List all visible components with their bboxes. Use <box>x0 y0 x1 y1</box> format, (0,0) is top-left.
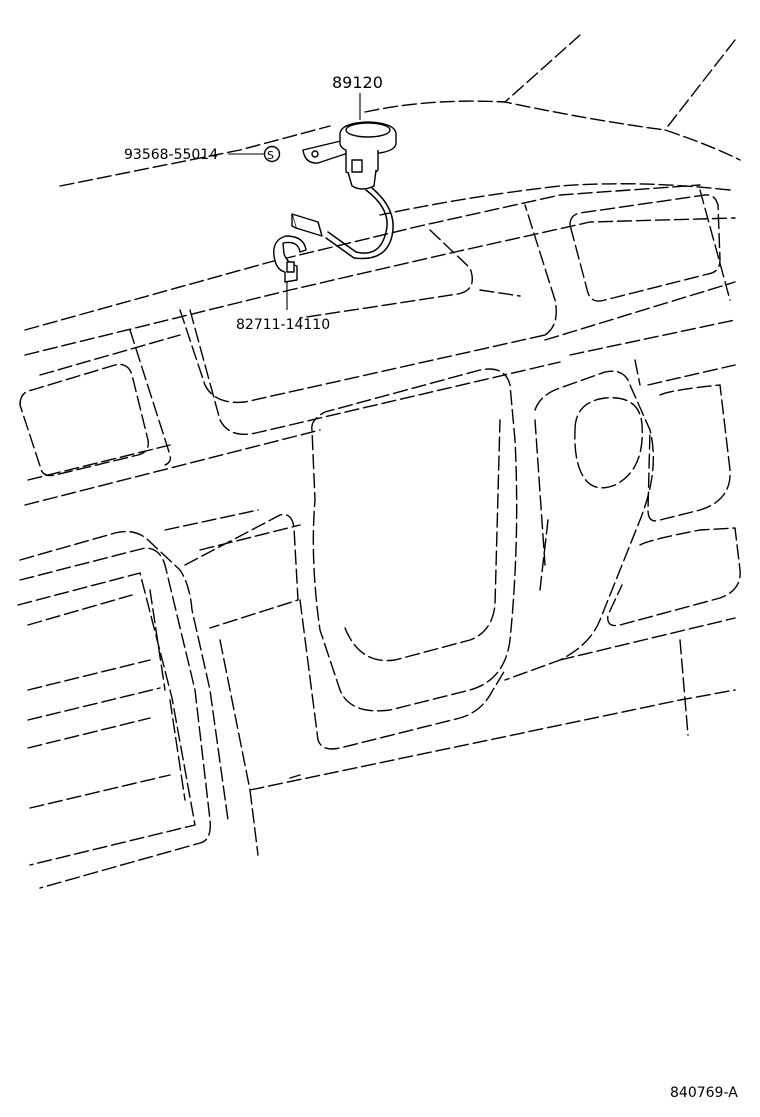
callout-82711-14110: 82711-14110 <box>236 317 330 333</box>
callout-89120: 89120 <box>332 73 383 92</box>
clamp-part <box>273 235 307 283</box>
sensor-assembly <box>291 121 397 260</box>
vehicle-body-outline <box>17 34 741 889</box>
screw-part: S <box>263 145 281 163</box>
leader-lines <box>228 93 361 310</box>
callout-93568-55014: 93568-55014 <box>124 147 218 163</box>
svg-text:S: S <box>267 149 274 162</box>
figure-id: 840769-A <box>670 1085 738 1101</box>
